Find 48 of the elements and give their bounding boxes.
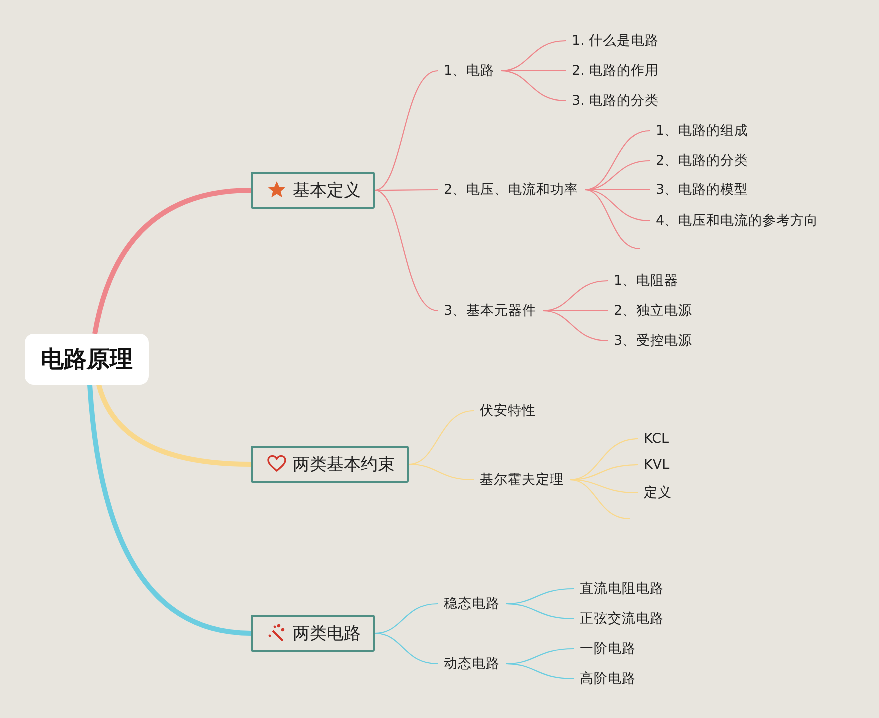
- branch-line: [408, 464, 474, 481]
- branch-text: 3、基本元器件: [438, 298, 543, 324]
- branch-text: 基尔霍夫定理: [474, 467, 570, 493]
- branch-text: 动态电路: [438, 651, 506, 677]
- branch-text: 高阶电路: [574, 666, 642, 692]
- branch-line: [570, 438, 638, 481]
- branch-line: [408, 410, 474, 466]
- branch-line: [374, 190, 438, 312]
- branch-text: 1、电阻器: [608, 268, 685, 294]
- topic-box: [251, 614, 375, 652]
- main-branch-line: [92, 188, 252, 335]
- branch-text: 伏安特性: [474, 398, 542, 424]
- main-branch-line: [88, 384, 252, 636]
- topic-text: 两类基本约束: [293, 454, 395, 476]
- branch-line: [374, 70, 438, 192]
- topic-box: [251, 172, 375, 208]
- branch-text: 直流电阻电路: [574, 576, 670, 602]
- topic-box: [251, 446, 409, 482]
- branch-text: 稳态电路: [438, 591, 506, 617]
- branch-line: [375, 189, 438, 192]
- branch-line: [506, 603, 574, 620]
- main-branch-line: [96, 384, 252, 467]
- branch-line: [584, 130, 650, 191]
- branch-line: [506, 663, 574, 680]
- branch-text: 1、电路: [438, 58, 501, 84]
- branch-line: [500, 70, 566, 102]
- branch-text: 2、电路的分类: [650, 148, 755, 174]
- branch-text: 2、独立电源: [608, 298, 699, 324]
- branch-text: KCL: [638, 427, 676, 451]
- branch-line: [542, 310, 608, 342]
- branch-text: 1、电路的组成: [650, 118, 755, 144]
- branch-text: 4、电压和电流的参考方向: [650, 208, 825, 234]
- branch-text: 3、受控电源: [608, 328, 699, 354]
- root-topic-box: 电路原理: [25, 334, 149, 384]
- branch-text: 3、电路的模型: [650, 177, 755, 203]
- branch-text: 2. 电路的作用: [566, 58, 666, 84]
- branch-line: [570, 479, 630, 520]
- branch-text: 正弦交流电路: [574, 606, 670, 632]
- branch-text: 一阶电路: [574, 636, 642, 662]
- branch-text: KVL: [638, 453, 676, 477]
- branch-text: 3. 电路的分类: [566, 88, 666, 114]
- branch-line: [374, 632, 438, 665]
- topic-text: 两类电路: [293, 622, 361, 644]
- branch-text: 2、电压、电流和功率: [438, 177, 585, 203]
- branch-text: 定义: [638, 480, 678, 506]
- branch-line: [584, 189, 640, 250]
- branch-text: 1. 什么是电路: [566, 28, 666, 54]
- topic-text: 基本定义: [293, 180, 361, 202]
